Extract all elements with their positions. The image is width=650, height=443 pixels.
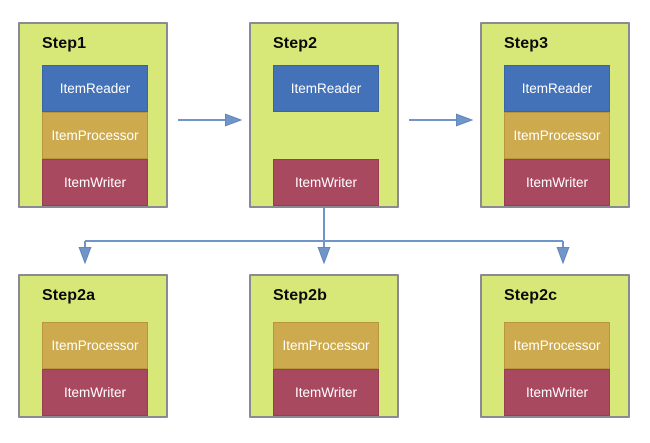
component-itemreader-step2[interactable]: ItemReader bbox=[273, 65, 379, 112]
component-label: ItemReader bbox=[290, 81, 362, 96]
component-itemwriter-step2a[interactable]: ItemWriter bbox=[42, 369, 148, 416]
step-box-step2[interactable]: Step2 ItemReader ItemWriter bbox=[249, 22, 399, 208]
component-itemprocessor-step2b[interactable]: ItemProcessor bbox=[273, 322, 379, 369]
component-label: ItemWriter bbox=[525, 175, 588, 190]
step-title-step2a: Step2a bbox=[42, 287, 96, 304]
component-itemwriter-step2[interactable]: ItemWriter bbox=[273, 159, 379, 206]
step-title-step2c: Step2c bbox=[504, 287, 558, 304]
step-box-step2c[interactable]: Step2c ItemProcessor ItemWriter bbox=[480, 274, 630, 418]
component-label: ItemWriter bbox=[294, 385, 357, 400]
step-title-step3: Step3 bbox=[504, 35, 549, 52]
component-itemprocessor-step3[interactable]: ItemProcessor bbox=[504, 112, 610, 159]
component-label: ItemProcessor bbox=[513, 338, 601, 353]
component-itemreader-step3[interactable]: ItemReader bbox=[504, 65, 610, 112]
component-itemprocessor-step1[interactable]: ItemProcessor bbox=[42, 112, 148, 159]
step-box-step2a[interactable]: Step2a ItemProcessor ItemWriter bbox=[18, 274, 168, 418]
step-title-step2b: Step2b bbox=[273, 287, 327, 304]
component-itemwriter-step2c[interactable]: ItemWriter bbox=[504, 369, 610, 416]
component-label: ItemProcessor bbox=[51, 338, 139, 353]
component-itemreader-step1[interactable]: ItemReader bbox=[42, 65, 148, 112]
component-label: ItemWriter bbox=[63, 385, 126, 400]
component-label: ItemWriter bbox=[294, 175, 357, 190]
component-label: ItemProcessor bbox=[282, 338, 370, 353]
component-label: ItemProcessor bbox=[51, 128, 139, 143]
component-label: ItemProcessor bbox=[513, 128, 601, 143]
step-title-step2: Step2 bbox=[273, 35, 318, 52]
component-itemwriter-step2b[interactable]: ItemWriter bbox=[273, 369, 379, 416]
step-box-step1[interactable]: Step1 ItemReader ItemProcessor ItemWrite… bbox=[18, 22, 168, 208]
step-box-step3[interactable]: Step3 ItemReader ItemProcessor ItemWrite… bbox=[480, 22, 630, 208]
component-label: ItemWriter bbox=[525, 385, 588, 400]
component-label: ItemWriter bbox=[63, 175, 126, 190]
step-title-step1: Step1 bbox=[42, 35, 87, 52]
component-label: ItemReader bbox=[59, 81, 131, 96]
component-itemprocessor-step2a[interactable]: ItemProcessor bbox=[42, 322, 148, 369]
component-itemprocessor-step2c[interactable]: ItemProcessor bbox=[504, 322, 610, 369]
component-label: ItemReader bbox=[521, 81, 593, 96]
component-itemwriter-step3[interactable]: ItemWriter bbox=[504, 159, 610, 206]
step-box-step2b[interactable]: Step2b ItemProcessor ItemWriter bbox=[249, 274, 399, 418]
component-itemwriter-step1[interactable]: ItemWriter bbox=[42, 159, 148, 206]
